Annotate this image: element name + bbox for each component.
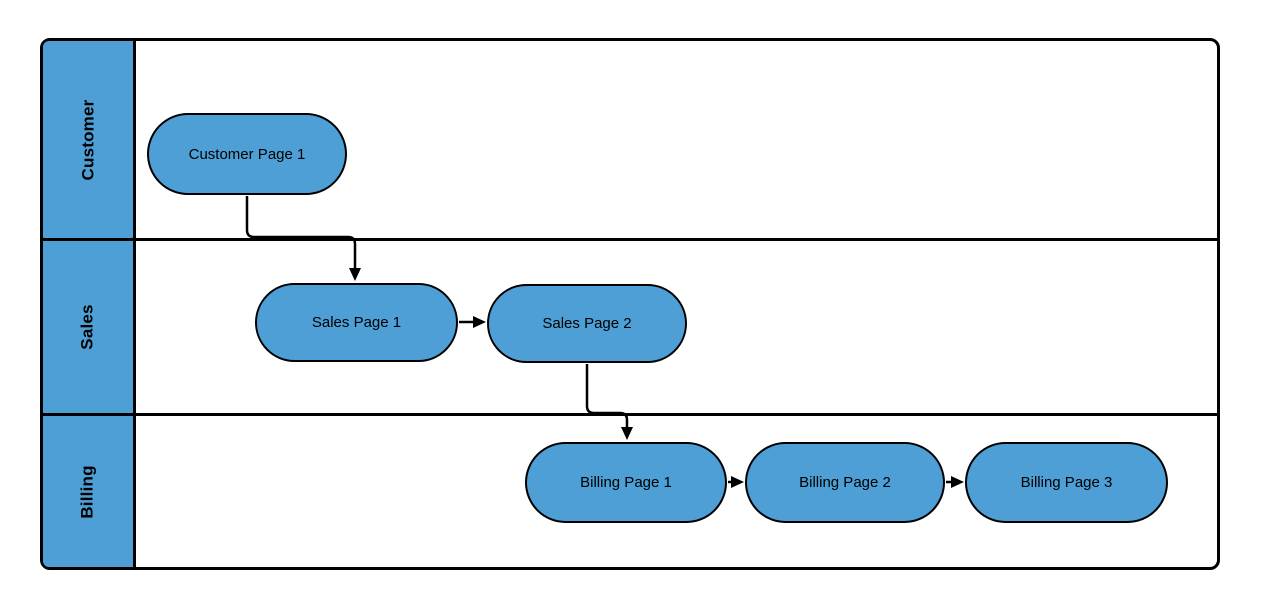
lane-header-billing: Billing: [43, 416, 133, 567]
node-billing-page-2: Billing Page 2: [745, 442, 945, 523]
node-label-sales-page-1: Sales Page 1: [311, 314, 402, 331]
swimlane-frame-inner: Customer Sales Billing: [43, 41, 1217, 567]
node-billing-page-3: Billing Page 3: [965, 442, 1168, 523]
lane-label-sales: Sales: [78, 304, 97, 350]
node-label-sales-page-2: Sales Page 2: [542, 315, 632, 332]
node-sales-page-2: Sales Page 2: [487, 284, 687, 363]
lane-label-customer: Customer: [77, 99, 97, 180]
lane-header-customer: Customer: [43, 41, 133, 238]
lane-header-column-border: [133, 41, 136, 567]
node-label-billing-page-2: Billing Page 2: [799, 474, 891, 491]
node-sales-page-1: Sales Page 1: [255, 283, 458, 362]
node-label-customer-page-1: Customer Page 1: [188, 145, 306, 163]
node-billing-page-1: Billing Page 1: [525, 442, 727, 523]
node-label-billing-page-3: Billing Page 3: [1020, 474, 1113, 491]
lane-header-sales: Sales: [43, 241, 133, 413]
lane-label-billing: Billing: [78, 464, 97, 519]
node-label-billing-page-1: Billing Page 1: [580, 474, 672, 491]
lane-divider-sales-billing: [43, 413, 1217, 416]
node-customer-page-1: Customer Page 1: [147, 113, 347, 195]
lane-divider-customer-sales: [43, 238, 1217, 241]
